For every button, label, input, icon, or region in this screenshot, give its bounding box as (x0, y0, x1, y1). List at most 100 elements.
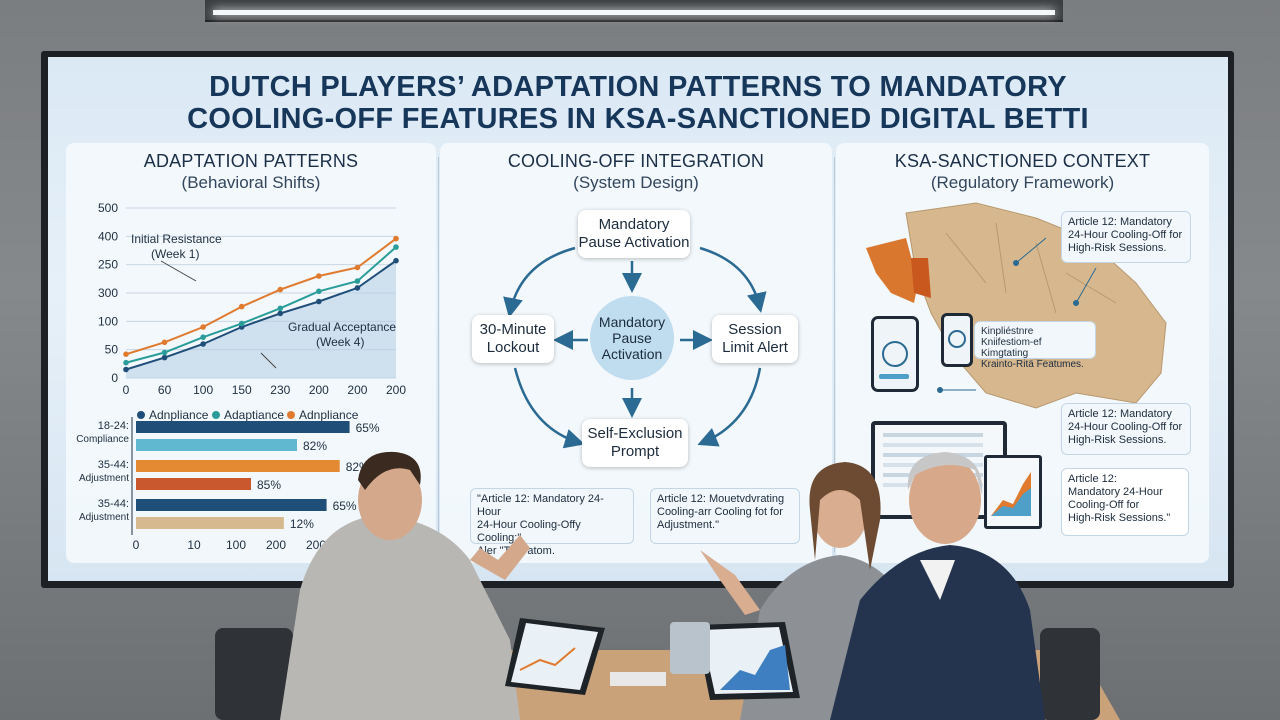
series-line (125, 259, 397, 371)
article-note-bottom-2: Article 12: Mandatory 24-Hour Cooling-Of… (1061, 468, 1189, 536)
data-point (123, 366, 129, 373)
adaptation-title: ADAPTATION PATTERNS (143, 151, 359, 171)
node-right-line-1: Session (728, 321, 782, 338)
node-bottom-line-1: Self-Exclusion (587, 425, 683, 442)
note-top-line-1: Article 12: Mandatory (1068, 216, 1172, 228)
x-tick-label: 200 (386, 383, 406, 397)
slide-title-line-1: DUTCH PLAYERS’ ADAPTATION PATTERNS TO MA… (209, 71, 1067, 103)
legend-label: Adaptiance (224, 408, 284, 422)
phone-mockup-1 (871, 316, 919, 392)
article-note-right: Article 12: Mouetvdvrating Cooling-arr C… (650, 488, 800, 544)
legend-swatch (287, 411, 295, 419)
note-top-line-3: High-Risk Sessions. (1068, 242, 1167, 254)
cycle-arrows (503, 246, 767, 449)
article-note-left: "Article 12: Mandatory 24-Hour 24-Hour C… (470, 488, 634, 557)
adaptation-subtitle: (Behavioral Shifts) (181, 173, 321, 192)
data-point (123, 359, 129, 366)
bar-group-label: 35-44: (98, 498, 129, 510)
slide-title: DUTCH PLAYERS’ ADAPTATION PATTERNS TO MA… (48, 71, 1228, 135)
bar-axis-tick: 200 (266, 538, 286, 552)
panel-divider (438, 157, 439, 552)
data-point (123, 351, 129, 357)
integration-panel: COOLING-OFF INTEGRATION (System Design) … (440, 143, 832, 563)
annotation-initial-resistance: Initial Resistance (131, 232, 222, 246)
bar-value-label: 65% (333, 499, 357, 513)
age-group-bar-chart: 18-24:Compliance35-44:Adjustment35-44:Ad… (76, 417, 380, 552)
monitor-mockup (984, 455, 1042, 529)
annotation-week-4: (Week 4) (316, 335, 364, 349)
note-top-line-2: 24-Hour Cooling-Off for (1068, 229, 1183, 241)
y-tick-label: 50 (105, 343, 119, 357)
series-line (125, 246, 397, 364)
y-tick-label: 500 (98, 201, 118, 215)
integration-title: COOLING-OFF INTEGRATION (507, 151, 765, 171)
legend-swatch (212, 411, 220, 419)
y-tick-label: 300 (98, 286, 118, 300)
note-right-line-3: Adjustment." (657, 519, 719, 531)
monitor-mini-chart (991, 472, 1031, 516)
data-point (200, 341, 206, 347)
series-line (125, 237, 397, 356)
data-point (393, 257, 399, 264)
data-point (200, 324, 206, 330)
y-tick-label: 250 (98, 258, 118, 272)
note-b2-line-3: Cooling-Off for (1068, 499, 1140, 511)
note-right-line-1: Article 12: Mouetvdvrating (657, 493, 785, 505)
x-tick-label: 200 (347, 383, 367, 397)
note-b1-line-3: High-Risk Sessions. (1068, 434, 1167, 446)
laptop (670, 622, 710, 674)
x-tick-label: 0 (123, 383, 130, 397)
bar-axis-tick: 0 (133, 538, 140, 552)
note-b2-line-2: Mandatory 24-Hour (1068, 486, 1163, 498)
data-point (277, 286, 284, 293)
annotation-week-1: (Week 1) (151, 247, 199, 261)
bar-value-label: 85% (257, 478, 281, 492)
note-left-line-2: 24-Hour Cooling-Offy Cooling:" (477, 519, 581, 544)
x-tick-label: 100 (193, 383, 213, 397)
data-point (277, 305, 284, 312)
x-tick-label: 150 (232, 383, 252, 397)
note-mid-line-2: Kniifestiom-ef Kimgtating (981, 337, 1042, 359)
data-point (238, 303, 245, 310)
integration-subtitle: (System Design) (573, 173, 699, 192)
note-b1-line-2: 24-Hour Cooling-Off for (1068, 421, 1183, 433)
phone-screen-button (879, 374, 909, 379)
annotation-gradual-acceptance: Gradual Acceptance (288, 320, 396, 334)
bar (136, 421, 350, 433)
bar-group-label: 35-44: (98, 459, 129, 471)
bar-group-label: Compliance (76, 434, 129, 445)
node-top-line-2: Pause Activation (578, 234, 690, 251)
node-left-line-1: 30-Minute (479, 321, 547, 338)
context-panel: KSA-SANCTIONED CONTEXT (Regulatory Frame… (836, 143, 1209, 563)
bar-value-label: 12% (290, 517, 314, 531)
x-tick-label: 230 (270, 383, 290, 397)
panel-divider (834, 157, 835, 552)
bar (136, 478, 251, 490)
data-point (161, 339, 168, 346)
bar (136, 439, 297, 451)
phone-screen-icon (948, 330, 966, 348)
chair-right (1040, 628, 1100, 720)
x-tick-label: 200 (309, 383, 329, 397)
data-point (316, 288, 322, 295)
legend-label: Adnpliance (299, 408, 359, 422)
x-tick-label: 60 (158, 383, 172, 397)
node-top-line-1: Mandatory (598, 216, 670, 233)
presentation-screen: DUTCH PLAYERS’ ADAPTATION PATTERNS TO MA… (48, 57, 1228, 581)
y-tick-label: 100 (98, 314, 118, 328)
context-subtitle: (Regulatory Framework) (930, 173, 1115, 192)
note-mid-line-1: Kinpliéstnre (981, 326, 1034, 337)
article-note-bottom-1: Article 12: Mandatory 24-Hour Cooling-Of… (1061, 403, 1191, 455)
y-tick-label: 400 (98, 229, 118, 243)
node-left-line-2: Lockout (486, 339, 540, 356)
tablet-screen-rows (883, 433, 983, 437)
bar-axis-tick: 10 (187, 538, 201, 552)
phone-mockup-2 (941, 313, 973, 367)
data-point (316, 273, 322, 279)
ceiling-light (205, 0, 1063, 22)
